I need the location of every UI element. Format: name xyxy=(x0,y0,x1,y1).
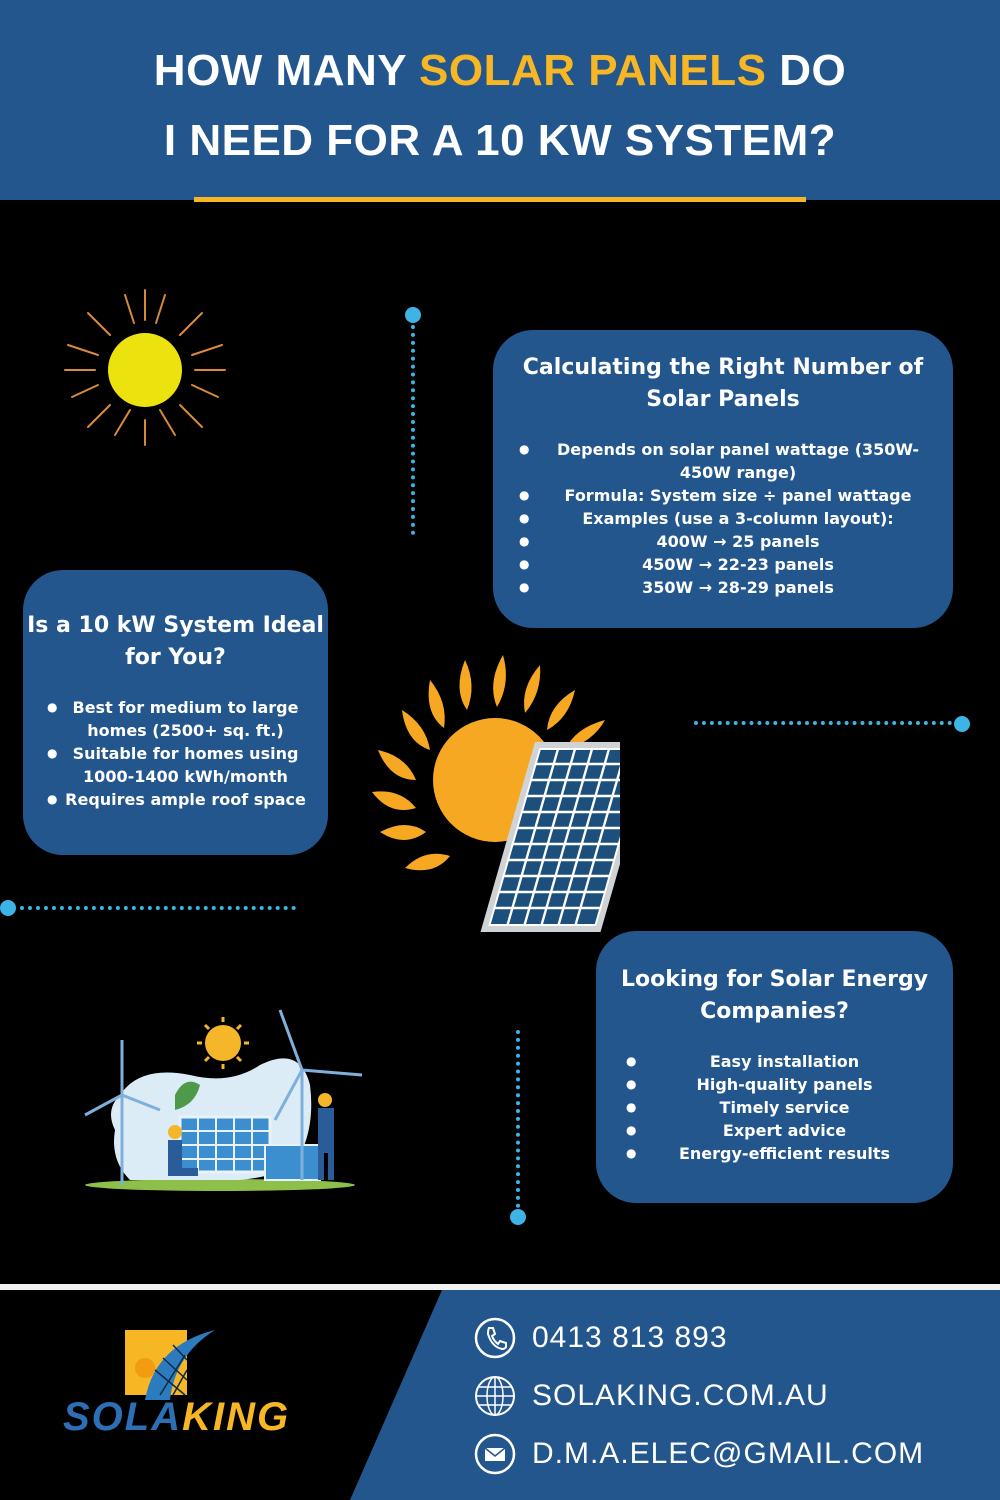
sun-solar-panel-icon xyxy=(372,655,620,932)
list-item: ●450W → 22-23 panels xyxy=(519,555,834,574)
list-item: ●Requires ample roof space xyxy=(47,790,306,809)
dotted-connector-horizontal xyxy=(20,906,296,910)
title-text: DO xyxy=(766,46,847,95)
list-item: ●350W → 28-29 panels xyxy=(519,578,834,597)
page-title: HOW MANY SOLAR PANELS DO I NEED FOR A 10… xyxy=(0,36,1000,176)
email-link[interactable]: D.M.A.ELEC@GMAIL.COM xyxy=(532,1437,925,1470)
list-item: ●Best for medium to large homes (2500+ s… xyxy=(47,698,299,740)
contact-phone[interactable]: 0413 813 893 xyxy=(474,1317,728,1359)
card-solar-companies: Looking for Solar Energy Companies? ●Eas… xyxy=(596,931,953,1203)
phone-number[interactable]: 0413 813 893 xyxy=(532,1321,728,1354)
dotted-connector-vertical xyxy=(411,325,415,535)
solaking-logo-icon xyxy=(125,1330,215,1400)
card-title: Is a 10 kW System Ideal for You? xyxy=(27,613,324,670)
list-item: ●High-quality panels xyxy=(626,1075,873,1094)
phone-icon xyxy=(474,1317,516,1359)
footer-contact-panel xyxy=(350,1290,1000,1500)
card-calculating-panels: Calculating the Right Number of Solar Pa… xyxy=(493,330,953,628)
solar-workers-illustration xyxy=(84,1009,363,1191)
bullet-list: ●Depends on solar panel wattage (350W-45… xyxy=(507,438,939,599)
dotted-connector-horizontal xyxy=(694,721,952,725)
title-underline xyxy=(194,197,806,202)
title-highlight: SOLAR PANELS xyxy=(419,46,767,95)
card-title: Looking for Solar Energy Companies? xyxy=(620,967,929,1024)
card-title: Calculating the Right Number of Solar Pa… xyxy=(522,355,924,412)
title-text: I NEED FOR A 10 KW SYSTEM? xyxy=(163,116,837,165)
solaking-logo-text: SOLAKING xyxy=(63,1395,291,1439)
list-item: ●Energy-efficient results xyxy=(626,1144,891,1163)
website-link[interactable]: SOLAKING.COM.AU xyxy=(532,1379,829,1412)
globe-icon xyxy=(475,1376,515,1416)
contact-website[interactable]: SOLAKING.COM.AU xyxy=(474,1375,829,1417)
contact-email[interactable]: D.M.A.ELEC@GMAIL.COM xyxy=(474,1433,924,1475)
bullet-list: ●Easy installation ●High-quality panels … xyxy=(606,1050,943,1165)
card-system-ideal: Is a 10 kW System Ideal for You? ●Best f… xyxy=(23,570,328,855)
connector-knob xyxy=(405,307,421,323)
list-item: ●Depends on solar panel wattage (350W-45… xyxy=(519,440,919,482)
title-text: HOW MANY xyxy=(153,46,420,95)
list-item: ●400W → 25 panels xyxy=(519,532,820,551)
list-item: ●Expert advice xyxy=(626,1121,847,1140)
header-banner: HOW MANY SOLAR PANELS DO I NEED FOR A 10… xyxy=(0,0,1000,200)
footer-divider xyxy=(0,1284,1000,1290)
connector-knob xyxy=(954,716,970,732)
list-item: ●Suitable for homes using 1000-1400 kWh/… xyxy=(47,744,299,786)
list-item: ●Timely service xyxy=(626,1098,850,1117)
dotted-connector-vertical xyxy=(516,1030,520,1208)
connector-knob xyxy=(0,900,16,916)
bullet-list: ●Best for medium to large homes (2500+ s… xyxy=(27,696,324,811)
connector-knob xyxy=(510,1209,526,1225)
list-item: ●Easy installation xyxy=(626,1052,860,1071)
list-item: ●Formula: System size ÷ panel wattage xyxy=(519,486,912,505)
email-icon xyxy=(474,1433,516,1475)
list-item: ●Examples (use a 3-column layout): xyxy=(519,509,894,528)
sun-icon xyxy=(64,289,226,446)
